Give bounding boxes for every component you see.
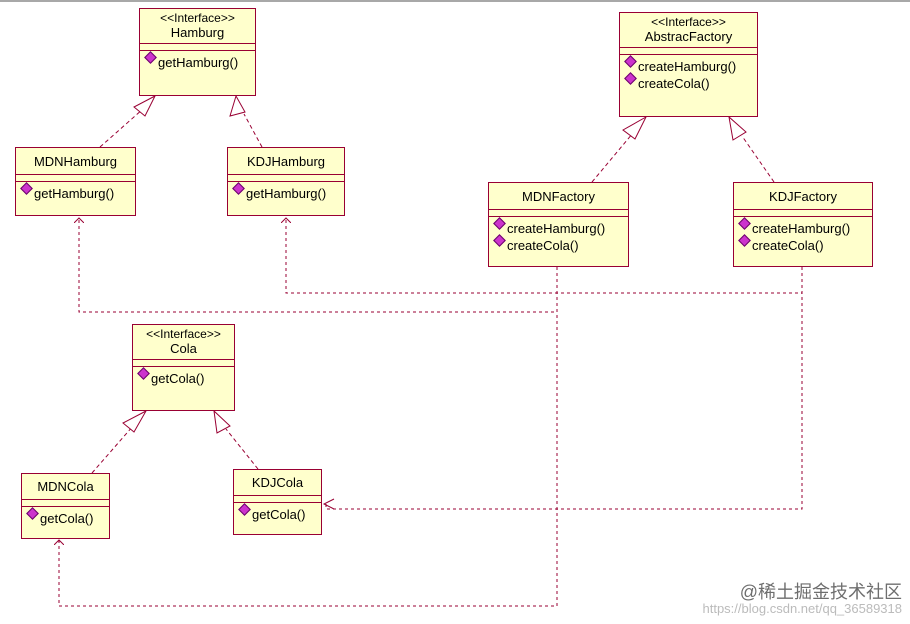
method-icon bbox=[26, 507, 39, 520]
watermark-text: @稀土掘金技术社区 bbox=[739, 582, 902, 602]
method-icon bbox=[232, 182, 245, 195]
realization-mdncola-cola bbox=[91, 409, 148, 474]
method-icon bbox=[493, 234, 506, 247]
method-icon bbox=[238, 503, 251, 516]
class-header: MDNFactory bbox=[489, 183, 628, 210]
method-icon bbox=[624, 72, 637, 85]
operations-compartment: getCola() bbox=[234, 503, 321, 523]
class-mdncola[interactable]: MDNCola getCola() bbox=[21, 473, 110, 539]
operation[interactable]: getCola() bbox=[238, 503, 321, 523]
operation[interactable]: getCola() bbox=[26, 507, 109, 527]
realization-kdjcola-cola bbox=[213, 409, 259, 470]
class-mdnfactory[interactable]: MDNFactory createHamburg() createCola() bbox=[488, 182, 629, 267]
attributes-compartment bbox=[133, 360, 234, 367]
class-name: MDNFactory bbox=[522, 189, 595, 204]
stereotype-label: <<Interface>> bbox=[146, 327, 221, 341]
stereotype-label: <<Interface>> bbox=[160, 11, 235, 25]
operations-compartment: getCola() bbox=[22, 507, 109, 527]
stereotype-label: <<Interface>> bbox=[651, 15, 726, 29]
method-icon bbox=[144, 51, 157, 64]
attributes-compartment bbox=[234, 496, 321, 503]
class-name: KDJCola bbox=[251, 475, 304, 490]
operation[interactable]: createCola() bbox=[738, 234, 872, 254]
method-icon bbox=[137, 367, 150, 380]
operations-compartment: getHamburg() bbox=[228, 182, 344, 202]
method-icon bbox=[20, 182, 33, 195]
class-header: KDJHamburg bbox=[228, 148, 344, 175]
operations-compartment: getHamburg() bbox=[140, 51, 255, 71]
class-kdjhamburg[interactable]: KDJHamburg getHamburg() bbox=[227, 147, 345, 216]
class-header: MDNHamburg bbox=[16, 148, 135, 175]
dependency-mdnfactory-mdnhamburg bbox=[79, 218, 558, 313]
dependency-kdjfactory-kdjcola bbox=[325, 267, 803, 510]
operation[interactable]: getCola() bbox=[137, 367, 234, 387]
method-icon bbox=[493, 217, 506, 230]
attributes-compartment bbox=[140, 44, 255, 51]
attributes-compartment bbox=[734, 210, 872, 217]
window-top-border bbox=[0, 0, 910, 2]
operations-compartment: createHamburg() createCola() bbox=[489, 217, 628, 254]
operations-compartment: createHamburg() createCola() bbox=[620, 55, 757, 92]
attributes-compartment bbox=[620, 48, 757, 55]
class-header: <<Interface>> Hamburg bbox=[140, 9, 255, 44]
operations-compartment: getCola() bbox=[133, 367, 234, 387]
class-hamburg[interactable]: <<Interface>> Hamburg getHamburg() bbox=[139, 8, 256, 96]
operation[interactable]: createCola() bbox=[624, 72, 757, 92]
attributes-compartment bbox=[22, 500, 109, 507]
class-name: MDNHamburg bbox=[33, 154, 118, 169]
operations-compartment: getHamburg() bbox=[16, 182, 135, 202]
class-name: Cola bbox=[170, 341, 197, 356]
watermark-url: https://blog.csdn.net/qq_36589318 bbox=[702, 601, 903, 616]
class-name: KDJFactory bbox=[769, 189, 837, 204]
operation[interactable]: createHamburg() bbox=[624, 55, 757, 75]
realization-kdjhamburg-hamburg bbox=[229, 94, 263, 148]
class-header: <<Interface>> AbstracFactory bbox=[620, 13, 757, 48]
class-name: MDNCola bbox=[37, 479, 94, 494]
operation[interactable]: createHamburg() bbox=[493, 217, 628, 237]
operation[interactable]: getHamburg() bbox=[144, 51, 255, 71]
class-header: KDJCola bbox=[234, 470, 321, 496]
class-name: KDJHamburg bbox=[246, 154, 326, 169]
operation[interactable]: createCola() bbox=[493, 234, 628, 254]
operation[interactable]: getHamburg() bbox=[20, 182, 135, 202]
attributes-compartment bbox=[228, 175, 344, 182]
realization-mdnfactory-abstractfactory bbox=[591, 115, 648, 183]
class-header: <<Interface>> Cola bbox=[133, 325, 234, 360]
operation[interactable]: getHamburg() bbox=[232, 182, 344, 202]
class-cola[interactable]: <<Interface>> Cola getCola() bbox=[132, 324, 235, 411]
class-mdnhamburg[interactable]: MDNHamburg getHamburg() bbox=[15, 147, 136, 216]
dependency-mdnfactory-mdncola bbox=[59, 267, 558, 607]
method-icon bbox=[738, 234, 751, 247]
attributes-compartment bbox=[489, 210, 628, 217]
method-icon bbox=[624, 55, 637, 68]
operation[interactable]: createHamburg() bbox=[738, 217, 872, 237]
class-header: MDNCola bbox=[22, 474, 109, 500]
operations-compartment: createHamburg() createCola() bbox=[734, 217, 872, 254]
class-abstractfactory[interactable]: <<Interface>> AbstracFactory createHambu… bbox=[619, 12, 758, 117]
attributes-compartment bbox=[16, 175, 135, 182]
realization-kdjfactory-abstractfactory bbox=[728, 115, 775, 183]
method-icon bbox=[738, 217, 751, 230]
class-kdjfactory[interactable]: KDJFactory createHamburg() createCola() bbox=[733, 182, 873, 267]
class-name: AbstracFactory bbox=[644, 29, 733, 44]
class-name: Hamburg bbox=[170, 25, 225, 40]
realization-mdnhamburg-hamburg bbox=[99, 94, 157, 148]
class-header: KDJFactory bbox=[734, 183, 872, 210]
dependency-kdjcola-arrowhead bbox=[322, 498, 335, 510]
class-kdjcola[interactable]: KDJCola getCola() bbox=[233, 469, 322, 535]
